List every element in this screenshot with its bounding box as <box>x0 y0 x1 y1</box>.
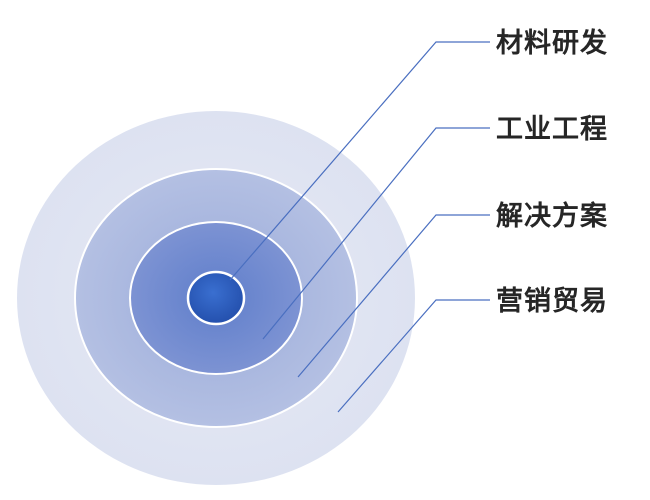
label-solutions: 解决方案 <box>496 200 608 232</box>
ring-core <box>186 270 246 326</box>
connector-line-materials <box>229 41 490 281</box>
label-industrial: 工业工程 <box>496 114 608 145</box>
connector-line-solutions <box>297 214 490 378</box>
label-materials: 材料研发 <box>496 27 608 59</box>
label-marketing: 营销贸易 <box>496 286 608 317</box>
connector-line-marketing <box>337 299 490 413</box>
connector-line-industrial <box>262 127 490 340</box>
